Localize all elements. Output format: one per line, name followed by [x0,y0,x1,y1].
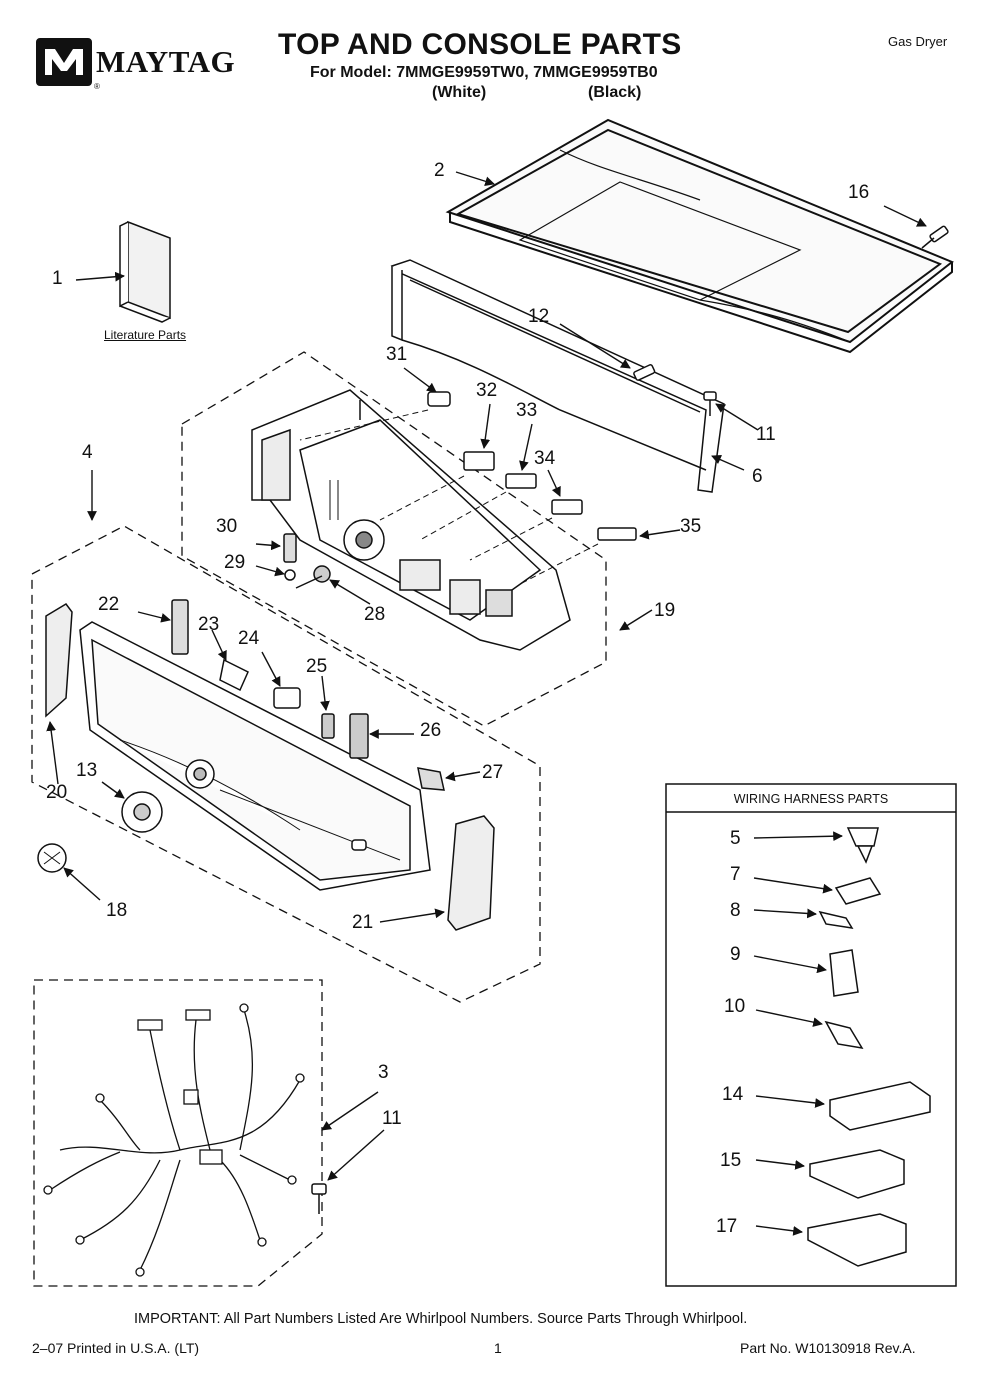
callout-6: 6 [752,466,763,487]
callout-24: 24 [238,628,260,649]
callout-26: 26 [420,720,442,741]
part-31 [427,391,451,407]
parts-22-27 [171,599,445,791]
callout-35: 35 [680,516,702,537]
literature-book [119,220,171,323]
part-number: Part No. W10130918 Rev.A. [740,1340,916,1356]
end-cap-right [447,815,495,931]
callout-3: 3 [378,1062,389,1083]
part-10 [824,1020,864,1050]
callout-10: 10 [724,996,746,1017]
callout-11-top: 11 [756,424,776,445]
literature-label: Literature Parts [104,328,187,342]
screw-16 [921,225,949,249]
callout-7: 7 [730,864,741,885]
knob-13 [121,791,163,833]
console-outline [31,525,541,1003]
maytag-logo: MAYTAG ® [36,38,246,94]
harness-outline [33,979,323,1287]
part-17 [807,1213,907,1267]
appliance-type: Gas Dryer [888,34,948,49]
callout-11-harness: 11 [382,1108,402,1129]
console-panel [79,621,431,891]
model-line: For Model: 7MMGE9959TW0, 7MMGE9959TB0 [310,64,658,81]
part-9 [829,949,859,997]
callout-20: 20 [46,782,68,803]
part-33 [505,473,537,489]
brand-name: MAYTAG [96,44,236,79]
callout-5: 5 [730,828,741,849]
page-number: 1 [494,1340,502,1356]
callout-14: 14 [722,1084,744,1105]
callout-29: 29 [224,552,246,573]
variant-black: (Black) [588,84,642,101]
callout-8: 8 [730,900,741,921]
callout-27: 27 [482,762,504,783]
callout-1: 1 [52,268,63,289]
callout-22: 22 [98,594,120,615]
callout-17: 17 [716,1216,738,1237]
part-32 [463,451,495,471]
screw-11-harness [311,1183,327,1214]
important-note: IMPORTANT: All Part Numbers Listed Are W… [134,1311,748,1327]
part-34 [551,499,583,515]
part-35 [597,527,637,541]
callout-30: 30 [216,516,238,537]
callout-12: 12 [528,306,550,327]
end-cap-left [45,603,73,718]
registered-mark: ® [94,82,100,91]
callout-33: 33 [516,400,538,421]
control-board-assembly [251,389,571,651]
callout-19: 19 [654,600,676,621]
callout-2: 2 [434,160,445,181]
part-7 [834,877,882,905]
top-panel [445,118,954,354]
electronic-control-outline [181,351,607,727]
part-8 [818,910,854,929]
knob-18 [37,843,67,873]
callout-28: 28 [364,604,386,625]
small-parts-31-35 [299,391,637,585]
callout-16: 16 [848,182,870,203]
part-5 [846,827,879,847]
callout-34: 34 [534,448,556,469]
wiring-harness [43,1003,305,1277]
callout-13: 13 [76,760,98,781]
callout-4: 4 [82,442,93,463]
harness-box-title: WIRING HARNESS PARTS [733,792,889,806]
console-bracket [390,259,725,493]
part-15 [809,1149,905,1199]
callout-15: 15 [720,1150,742,1171]
screw-11-top [703,391,717,416]
callout-18: 18 [106,900,128,921]
callout-32: 32 [476,380,498,401]
parts-28-30 [283,533,331,589]
callout-23: 23 [198,614,220,635]
callout-21: 21 [352,912,374,933]
callout-31: 31 [386,344,408,365]
harness-parts-box [665,783,957,1287]
printed-info: 2–07 Printed in U.S.A. (LT) [32,1340,200,1356]
callout-arrows [46,171,927,1236]
screw-12 [633,364,656,381]
callout-25: 25 [306,656,328,677]
variant-white: (White) [432,84,487,101]
page-title: TOP AND CONSOLE PARTS [278,28,682,61]
harness-connector-parts [807,827,931,1267]
callout-9: 9 [730,944,741,965]
maytag-m-icon [36,38,92,86]
part-14 [829,1081,931,1131]
